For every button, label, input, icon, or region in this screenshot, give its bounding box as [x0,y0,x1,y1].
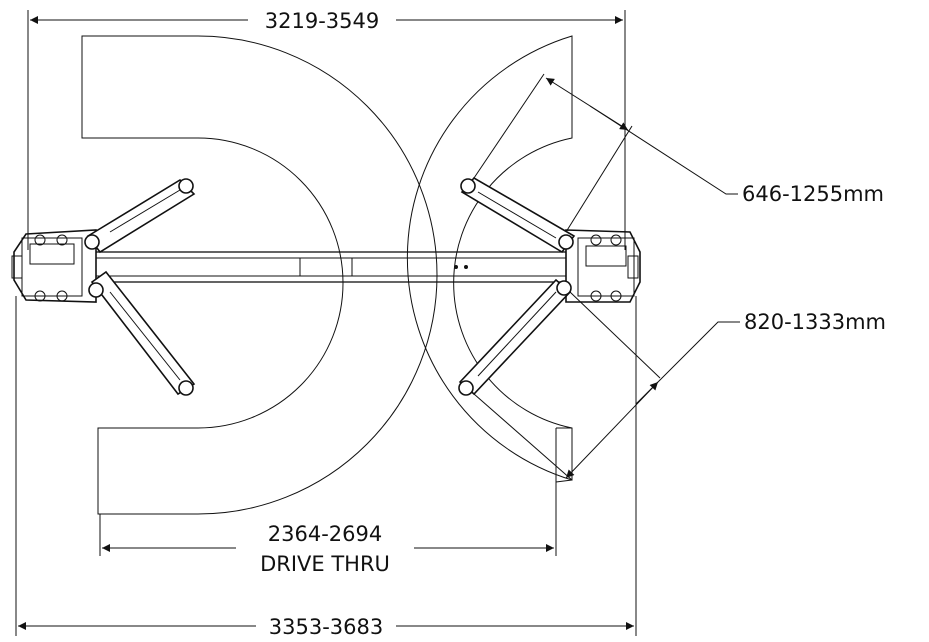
lower-arm-reach-label: 820-1333mm [744,310,886,334]
top-overall-dimension: 3219-3549 [27,9,626,250]
lift-arm-lower-right [458,278,572,396]
drive-thru-label: DRIVE THRU [260,552,390,576]
lift-arm-upper-right [460,176,576,254]
right-post-column [565,229,641,303]
lift-arm-lower-left [88,270,196,396]
left-arm-swing-area [81,35,438,515]
upper-arm-reach-label: 646-1255mm [742,182,884,206]
right-arm-swing-area [406,35,573,481]
bottom-overall-dimension: 3353-3683 [15,296,637,639]
lower-arm-reach-dimension: 820-1333mm [473,291,886,481]
drive-thru-value: 2364-2694 [268,522,382,546]
left-post-column [11,229,97,303]
lift-arm-upper-left [84,178,196,254]
bottom-overall-dimension-label: 3353-3683 [269,615,383,639]
upper-arm-reach-dimension: 646-1255mm [473,73,884,233]
top-overall-dimension-label: 3219-3549 [265,9,379,33]
drive-thru-dimension: 2364-2694 DRIVE THRU [99,514,557,576]
crossbeam-base [85,251,577,283]
